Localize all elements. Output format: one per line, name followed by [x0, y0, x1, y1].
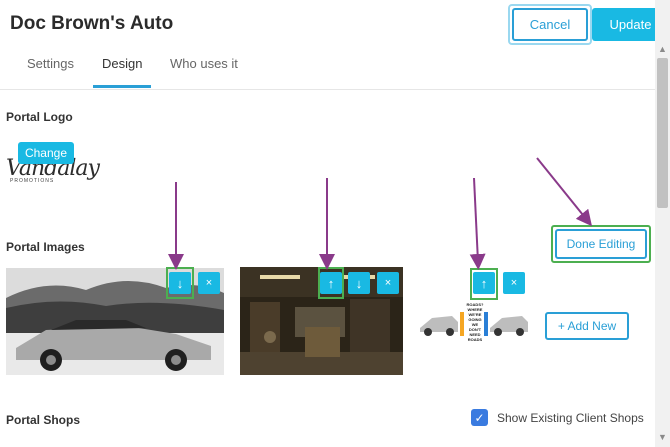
tabs-divider	[0, 89, 655, 90]
image-3-move-up-button[interactable]: ↑	[473, 272, 495, 294]
cancel-button-focus-ring	[508, 4, 592, 45]
image-2-move-down-button[interactable]: ↓	[348, 272, 370, 294]
tab-settings[interactable]: Settings	[27, 56, 74, 71]
arrow-to-image-3-control	[469, 177, 486, 270]
portal-logo-heading: Portal Logo	[6, 110, 73, 124]
change-logo-button[interactable]: Change	[18, 142, 74, 164]
tab-who-uses-it[interactable]: Who uses it	[170, 56, 238, 71]
scroll-down-icon[interactable]: ▼	[658, 432, 667, 442]
portal-logo-subtext: PROMOTIONS	[10, 178, 55, 184]
roads-delorean-graphic	[420, 312, 528, 336]
cancel-button[interactable]: Cancel	[512, 8, 588, 41]
tab-design[interactable]: Design	[102, 56, 143, 71]
portal-images-heading: Portal Images	[6, 240, 85, 254]
done-editing-highlight	[551, 225, 651, 263]
page-title: Doc Brown's Auto	[10, 13, 174, 34]
portal-image-2	[240, 267, 403, 375]
garage-photo	[240, 267, 403, 375]
portal-image-3: ROADS? WHERE WE'RE GOING WE DON'T NEED R…	[418, 300, 530, 342]
scrollbar-thumb[interactable]	[657, 58, 668, 208]
show-existing-shops-label[interactable]: Show Existing Client Shops	[497, 411, 644, 425]
active-tab-indicator	[93, 85, 151, 88]
scroll-up-icon[interactable]: ▲	[658, 44, 667, 54]
done-editing-button[interactable]: Done Editing	[555, 229, 647, 259]
portal-shops-heading: Portal Shops	[6, 413, 81, 427]
image-3-remove-button[interactable]: ×	[503, 272, 525, 294]
image-2-move-up-button[interactable]: ↑	[320, 272, 342, 294]
image-2-remove-button[interactable]: ×	[377, 272, 399, 294]
roads-quote-text: ROADS? WHERE WE'RE GOING WE DON'T NEED R…	[466, 302, 484, 342]
arrow-to-done-editing	[536, 157, 593, 227]
image-1-remove-button[interactable]: ×	[198, 272, 220, 294]
add-new-image-button[interactable]: + Add New	[545, 312, 629, 340]
image-1-move-down-button[interactable]: ↓	[169, 272, 191, 294]
show-existing-shops-checkbox[interactable]: ✓	[471, 409, 488, 426]
